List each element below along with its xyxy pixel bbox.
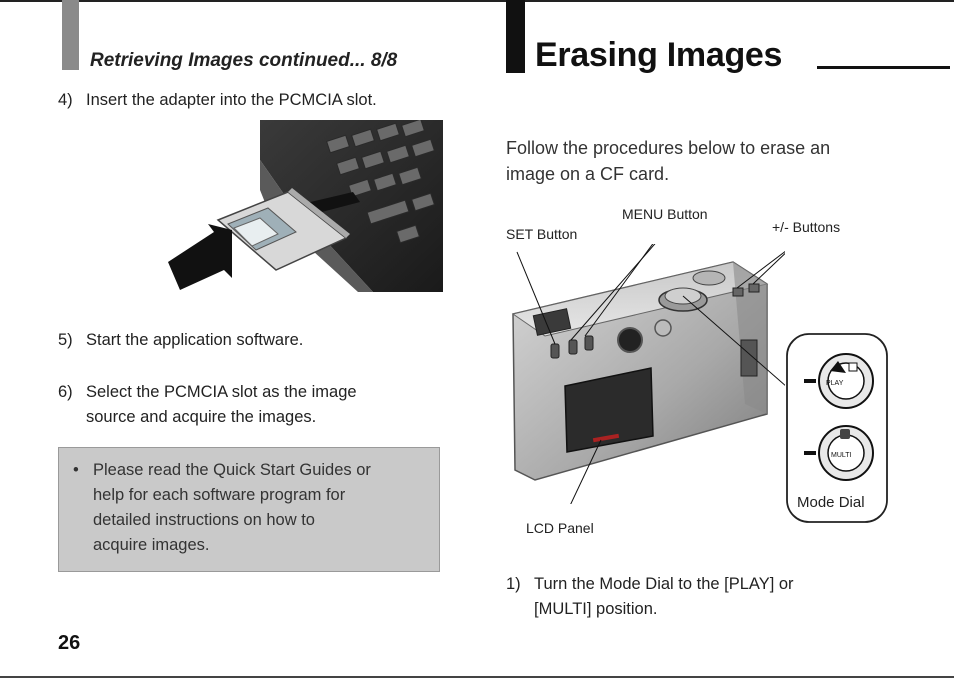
step-5: 5) Start the application software. [58,328,478,353]
intro-paragraph: Follow the procedures below to erase an … [506,135,866,187]
bullet-icon: • [73,461,79,479]
step-text-line: [MULTI] position. [534,600,658,618]
lcd-panel-label: LCD Panel [526,520,594,536]
note-box: • Please read the Quick Start Guides or … [58,447,440,572]
title-rule [817,66,950,69]
note-line: detailed instructions on how to [93,511,315,529]
top-rule [0,0,954,2]
step-number: 1) [506,575,521,593]
step-number: 6) [58,383,73,401]
note-text: • Please read the Quick Start Guides or … [73,458,409,558]
page-number: 26 [58,632,81,654]
section-subheading: Retrieving Images continued... 8/8 [90,50,398,71]
step-number: 5) [58,331,73,349]
step-text-line: Turn the Mode Dial to the [PLAY] or [534,575,794,593]
multi-mark: MULTI [831,452,852,459]
camera-illustration [505,244,785,504]
set-button-label: SET Button [506,226,578,242]
mode-dial-label: Mode Dial [797,494,865,511]
note-line: Please read the Quick Start Guides or [93,461,371,479]
step-4: 4) Insert the adapter into the PCMCIA sl… [58,88,478,113]
pcmcia-insertion-illustration [168,120,443,292]
intro-line: image on a CF card. [506,164,670,184]
section-marker-bar [506,0,525,73]
step-1: 1) Turn the Mode Dial to the [PLAY] or [… [506,572,926,622]
section-marker-bar [62,0,79,70]
mode-dial-inset: PLAY MULTI [786,333,890,525]
bottom-rule [0,676,954,678]
step-text: Start the application software. [86,331,304,349]
step-text: Insert the adapter into the PCMCIA slot. [86,91,377,109]
step-number: 4) [58,91,73,109]
step-6: 6) Select the PCMCIA slot as the image s… [58,380,478,430]
note-line: help for each software program for [93,486,346,504]
note-line: acquire images. [93,536,210,554]
plus-minus-buttons-label: +/- Buttons [772,219,841,235]
intro-line: Follow the procedures below to erase an [506,138,831,158]
page-title: Erasing Images [535,36,783,74]
play-mark: PLAY [826,380,844,387]
step-text-line: Select the PCMCIA slot as the image [86,383,357,401]
step-text-line: source and acquire the images. [86,408,317,426]
menu-button-label: MENU Button [622,206,708,222]
